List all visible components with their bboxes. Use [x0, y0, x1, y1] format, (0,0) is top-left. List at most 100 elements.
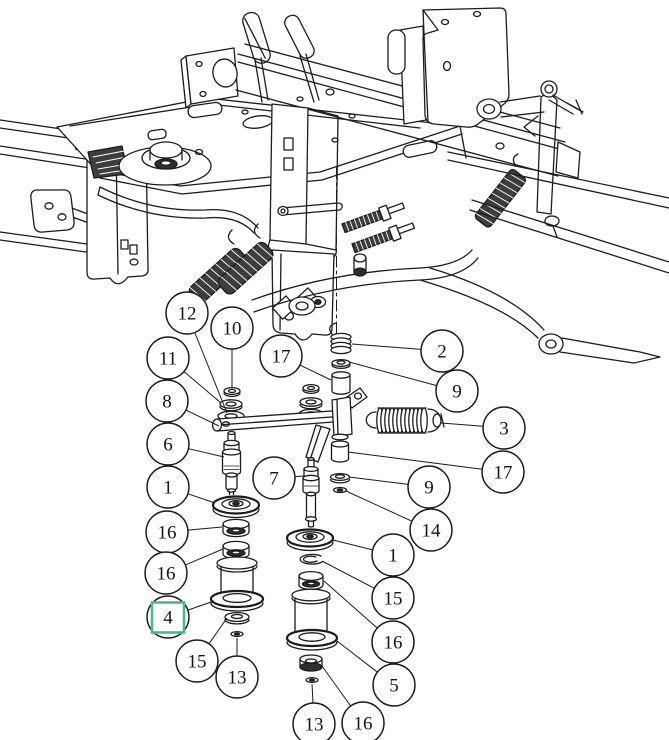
callout-balloon-16[interactable]: 16 [144, 551, 188, 595]
right-lower-rails [447, 151, 669, 274]
extension-spring-3 [365, 407, 445, 434]
leader-line-2 [351, 343, 422, 350]
callout-balloon-2[interactable]: 2 [420, 329, 464, 373]
leader-line-9 [348, 476, 409, 485]
callout-balloon-6[interactable]: 6 [146, 422, 190, 466]
svg-text:9: 9 [424, 478, 434, 499]
svg-text:16: 16 [158, 523, 177, 544]
callout-balloon-16[interactable]: 16 [341, 701, 385, 740]
svg-text:12: 12 [178, 304, 197, 325]
callout-balloon-4[interactable]: 4 [146, 595, 190, 639]
highlight-box [150, 601, 186, 634]
leader-line-7 [294, 475, 305, 478]
lift-arm [251, 249, 661, 364]
leader-line-17 [299, 364, 332, 381]
callout-balloon-16[interactable]: 16 [145, 510, 189, 554]
washer-small-left [230, 630, 244, 638]
bearing-16-right-upper [298, 570, 324, 591]
callout-balloon-13[interactable]: 13 [215, 655, 259, 699]
callout-balloon-1[interactable]: 1 [371, 533, 415, 577]
exploded-parts-drawing [209, 322, 445, 684]
svg-text:15: 15 [384, 589, 403, 610]
callout-balloon-13[interactable]: 13 [292, 702, 336, 740]
leader-line-15 [208, 617, 228, 645]
svg-text:11: 11 [159, 349, 177, 370]
leader-line-6 [188, 448, 225, 458]
bearing-16-left-lower [222, 540, 250, 560]
callout-balloon-9[interactable]: 9 [435, 369, 479, 413]
bearing-16-right-lower [299, 654, 323, 672]
callout-balloon-8[interactable]: 8 [145, 379, 189, 423]
svg-text:7: 7 [269, 469, 279, 490]
leader-line-16 [321, 665, 352, 707]
hanger-bolt-6 [221, 430, 242, 496]
svg-text:13: 13 [228, 668, 247, 689]
svg-text:6: 6 [163, 435, 173, 456]
hanger-bolt-7 [302, 457, 320, 528]
main-beam [235, 43, 581, 179]
leader-line-13 [311, 683, 314, 704]
svg-text:2: 2 [437, 342, 447, 363]
svg-text:8: 8 [162, 392, 172, 413]
svg-text:14: 14 [422, 521, 442, 542]
svg-text:9: 9 [452, 382, 462, 403]
link-arm-7 [305, 424, 331, 463]
callout-balloon-15[interactable]: 15 [175, 639, 219, 683]
svg-text:16: 16 [157, 564, 176, 585]
beam-head-bracket [180, 47, 239, 109]
leader-line-8 [185, 409, 220, 427]
center-stack [329, 322, 368, 494]
right-linkage [476, 80, 584, 215]
callout-balloon-17[interactable]: 17 [259, 334, 303, 378]
svg-text:16: 16 [354, 714, 373, 735]
leader-line-3 [440, 422, 484, 427]
callout-balloon-1[interactable]: 1 [146, 465, 190, 509]
leader-line-16 [323, 580, 378, 629]
leader-line-15 [321, 560, 375, 589]
callout-balloon-7[interactable]: 7 [252, 456, 296, 500]
snap-ring-15 [299, 553, 323, 565]
adjuster-rods [277, 202, 416, 254]
callout-balloon-3[interactable]: 3 [482, 406, 526, 450]
flanged-disc-1-left [211, 495, 261, 519]
right-bracket [387, 7, 510, 128]
svg-text:16: 16 [384, 633, 403, 654]
left-frame-rails [0, 119, 97, 253]
callout-balloon-5[interactable]: 5 [372, 663, 416, 707]
bearing-16-left-upper [222, 518, 250, 538]
leader-line-1 [332, 539, 373, 551]
svg-text:1: 1 [388, 546, 398, 567]
callout-balloon-9[interactable]: 9 [407, 465, 451, 509]
leader-line-14 [345, 490, 413, 522]
callout-balloon-12[interactable]: 12 [165, 291, 209, 335]
leader-line-16 [185, 548, 224, 566]
callout-balloon-16[interactable]: 16 [371, 620, 415, 664]
line-art [0, 7, 669, 684]
callout-balloon-17[interactable]: 17 [481, 450, 525, 494]
svg-text:5: 5 [389, 676, 399, 697]
svg-text:3: 3 [499, 419, 509, 440]
callout-balloon-14[interactable]: 14 [409, 508, 453, 552]
callout-balloon-15[interactable]: 15 [371, 576, 415, 620]
frame-assembly-drawing [0, 7, 669, 364]
washer-stack-left [217, 386, 245, 422]
leader-line-11 [183, 371, 222, 404]
right-spring [474, 153, 560, 238]
spool-5 [285, 588, 339, 651]
callout-balloon-11[interactable]: 11 [146, 336, 190, 380]
washer-small-right [305, 676, 319, 684]
leader-line-17 [347, 451, 483, 470]
callout-balloon-10[interactable]: 10 [210, 306, 254, 350]
leader-line-5 [336, 640, 378, 673]
svg-text:1: 1 [163, 478, 173, 499]
svg-text:4: 4 [163, 608, 173, 629]
svg-text:13: 13 [305, 715, 324, 736]
spool-4 [209, 556, 265, 612]
washer-15-left [224, 611, 250, 625]
leader-line-9 [348, 361, 437, 387]
svg-text:17: 17 [272, 347, 291, 368]
leader-line-4 [187, 600, 215, 611]
leader-line-12 [194, 332, 228, 414]
